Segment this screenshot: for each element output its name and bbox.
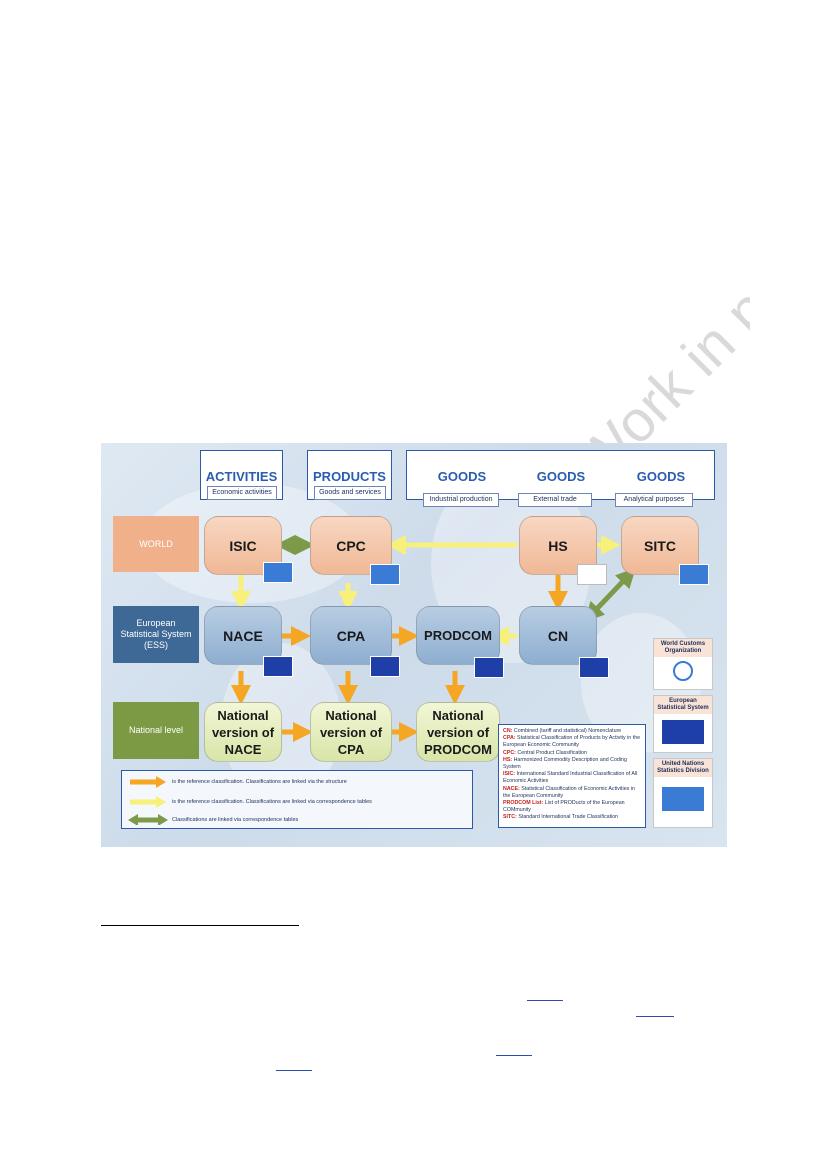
un-flag-icon [662, 787, 704, 811]
legend-link-arrowhead-icon [158, 814, 168, 825]
node-line: National [217, 707, 269, 723]
abbreviation-text: International Standard Industrial Classi… [503, 771, 638, 785]
footnote-link-underline[interactable] [276, 1070, 312, 1071]
node-cn: CN [519, 606, 597, 665]
header-goods: GOODS GOODS GOODS Industrial production … [406, 450, 715, 507]
header-subtitle: External trade [518, 493, 592, 507]
eu-flag-icon [370, 656, 400, 677]
org-name: World Customs Organization [654, 639, 712, 657]
node-cpa: CPA [310, 606, 392, 665]
abbreviation-item: SITC: Standard International Trade Class… [503, 814, 641, 821]
abbreviation-code: CPC: [503, 749, 516, 756]
footnote-link-underline[interactable] [496, 1055, 532, 1056]
legend-structure-arrowhead-icon [156, 776, 166, 788]
abbreviation-code: CPA: [503, 735, 516, 742]
abbreviation-code: PRODCOM List: [503, 800, 544, 807]
abbreviation-item: CPA: Statistical Classification of Produ… [503, 735, 641, 749]
abbreviation-code: NACE: [503, 785, 520, 792]
un-flag-icon [370, 564, 400, 585]
legend-link-arrowhead-icon [128, 814, 138, 825]
abbreviation-code: SITC: [503, 814, 517, 821]
node-line: National [325, 707, 377, 723]
header-title: GOODS [636, 469, 686, 484]
abbreviation-code: CN: [503, 728, 513, 734]
node-nace: NACE [204, 606, 282, 665]
abbreviation-code: ISIC: [503, 771, 516, 778]
watermark: Work in progress [563, 180, 750, 480]
header-subtitle: Analytical purposes [615, 493, 693, 507]
org-name: United Nations Statistics Division [654, 759, 712, 777]
abbreviation-item: CN: Combined (tariff and statistical) No… [503, 728, 641, 735]
node-line: PRODCOM [424, 741, 492, 757]
footnote-link-underline[interactable] [636, 1016, 674, 1017]
abbreviation-code: HS: [503, 756, 513, 763]
header-title: PRODUCTS [313, 469, 386, 484]
header-title: GOODS [536, 469, 586, 484]
un-flag-icon [679, 564, 709, 585]
abbreviation-text: List of PRODucts of the European COMmuni… [503, 800, 625, 814]
eu-flag-icon [474, 657, 504, 678]
node-national-cpa: National version of CPA [310, 702, 392, 762]
row-label-ess: European Statistical System (ESS) [113, 606, 199, 663]
eu-flag-icon [579, 657, 609, 678]
node-sitc: SITC [621, 516, 699, 575]
legend-correspondence-text: is the reference classification. Classif… [172, 799, 372, 805]
header-title: ACTIVITIES [205, 469, 278, 484]
org-unsd: United Nations Statistics Division [653, 758, 713, 828]
abbreviation-item: ISIC: International Standard Industrial … [503, 771, 641, 785]
abbreviation-item: NACE: Statistical Classification of Econ… [503, 786, 641, 800]
node-line: National [432, 707, 484, 723]
header-subtitle: Industrial production [423, 493, 499, 507]
header-subtitle: Goods and services [314, 486, 386, 500]
abbreviation-text: Statistical Classification of Products b… [503, 735, 641, 749]
arrow-cn-sitc [584, 567, 636, 623]
abbreviation-text: Harmonized Commodity Description and Cod… [503, 756, 627, 771]
header-subtitle: Economic activities [207, 486, 277, 500]
node-line: version of [211, 724, 275, 740]
footnote-separator [101, 925, 299, 926]
legend-arrow-icons [128, 776, 168, 825]
node-national-nace: National version of NACE [204, 702, 282, 762]
abbreviation-text: Central Product Classification [515, 749, 587, 756]
abbreviation-legend: CN: Combined (tariff and statistical) No… [498, 724, 646, 828]
abbreviation-item: CPC: Central Product Classification [503, 750, 641, 757]
eu-flag-icon [662, 720, 704, 744]
node-line: version of [426, 724, 490, 740]
header-title: GOODS [437, 469, 487, 484]
org-name: European Statistical System [654, 696, 712, 714]
footnote-link-underline[interactable] [527, 1000, 563, 1001]
org-wco: World Customs Organization [653, 638, 713, 690]
watermark-text: Work in progress [563, 180, 750, 480]
abbreviation-item: PRODCOM List: List of PRODucts of the Eu… [503, 800, 641, 814]
row-label-world: WORLD [113, 516, 199, 572]
header-activities: ACTIVITIES Economic activities [200, 450, 283, 500]
wco-logo-icon [577, 564, 607, 585]
legend-correspondence-arrowhead-icon [156, 796, 166, 808]
legend-structure-text: is the reference classification. Classif… [172, 779, 347, 785]
abbreviation-text: Combined (tariff and statistical) Nomenc… [512, 728, 622, 734]
header-products: PRODUCTS Goods and services [307, 450, 392, 500]
legend-link-text: Classifications are linked via correspon… [172, 817, 299, 823]
node-line: CPA [337, 741, 365, 757]
node-line: NACE [224, 741, 262, 757]
eu-flag-icon [263, 656, 293, 677]
org-ess: European Statistical System [653, 695, 713, 753]
node-national-prodcom: National version of PRODCOM [416, 702, 500, 762]
node-line: version of [319, 724, 383, 740]
abbreviation-text: Standard International Trade Classificat… [516, 814, 619, 821]
abbreviation-text: Statistical Classification of Economic A… [503, 785, 635, 799]
arrow-legend: is the reference classification. Classif… [121, 770, 473, 829]
wco-logo-icon [673, 661, 693, 681]
un-flag-icon [263, 562, 293, 583]
diagram-arrows [231, 535, 636, 742]
abbreviation-item: HS: Harmonized Commodity Description and… [503, 757, 641, 771]
node-prodcom: PRODCOM [416, 606, 500, 665]
row-label-national: National level [113, 702, 199, 759]
